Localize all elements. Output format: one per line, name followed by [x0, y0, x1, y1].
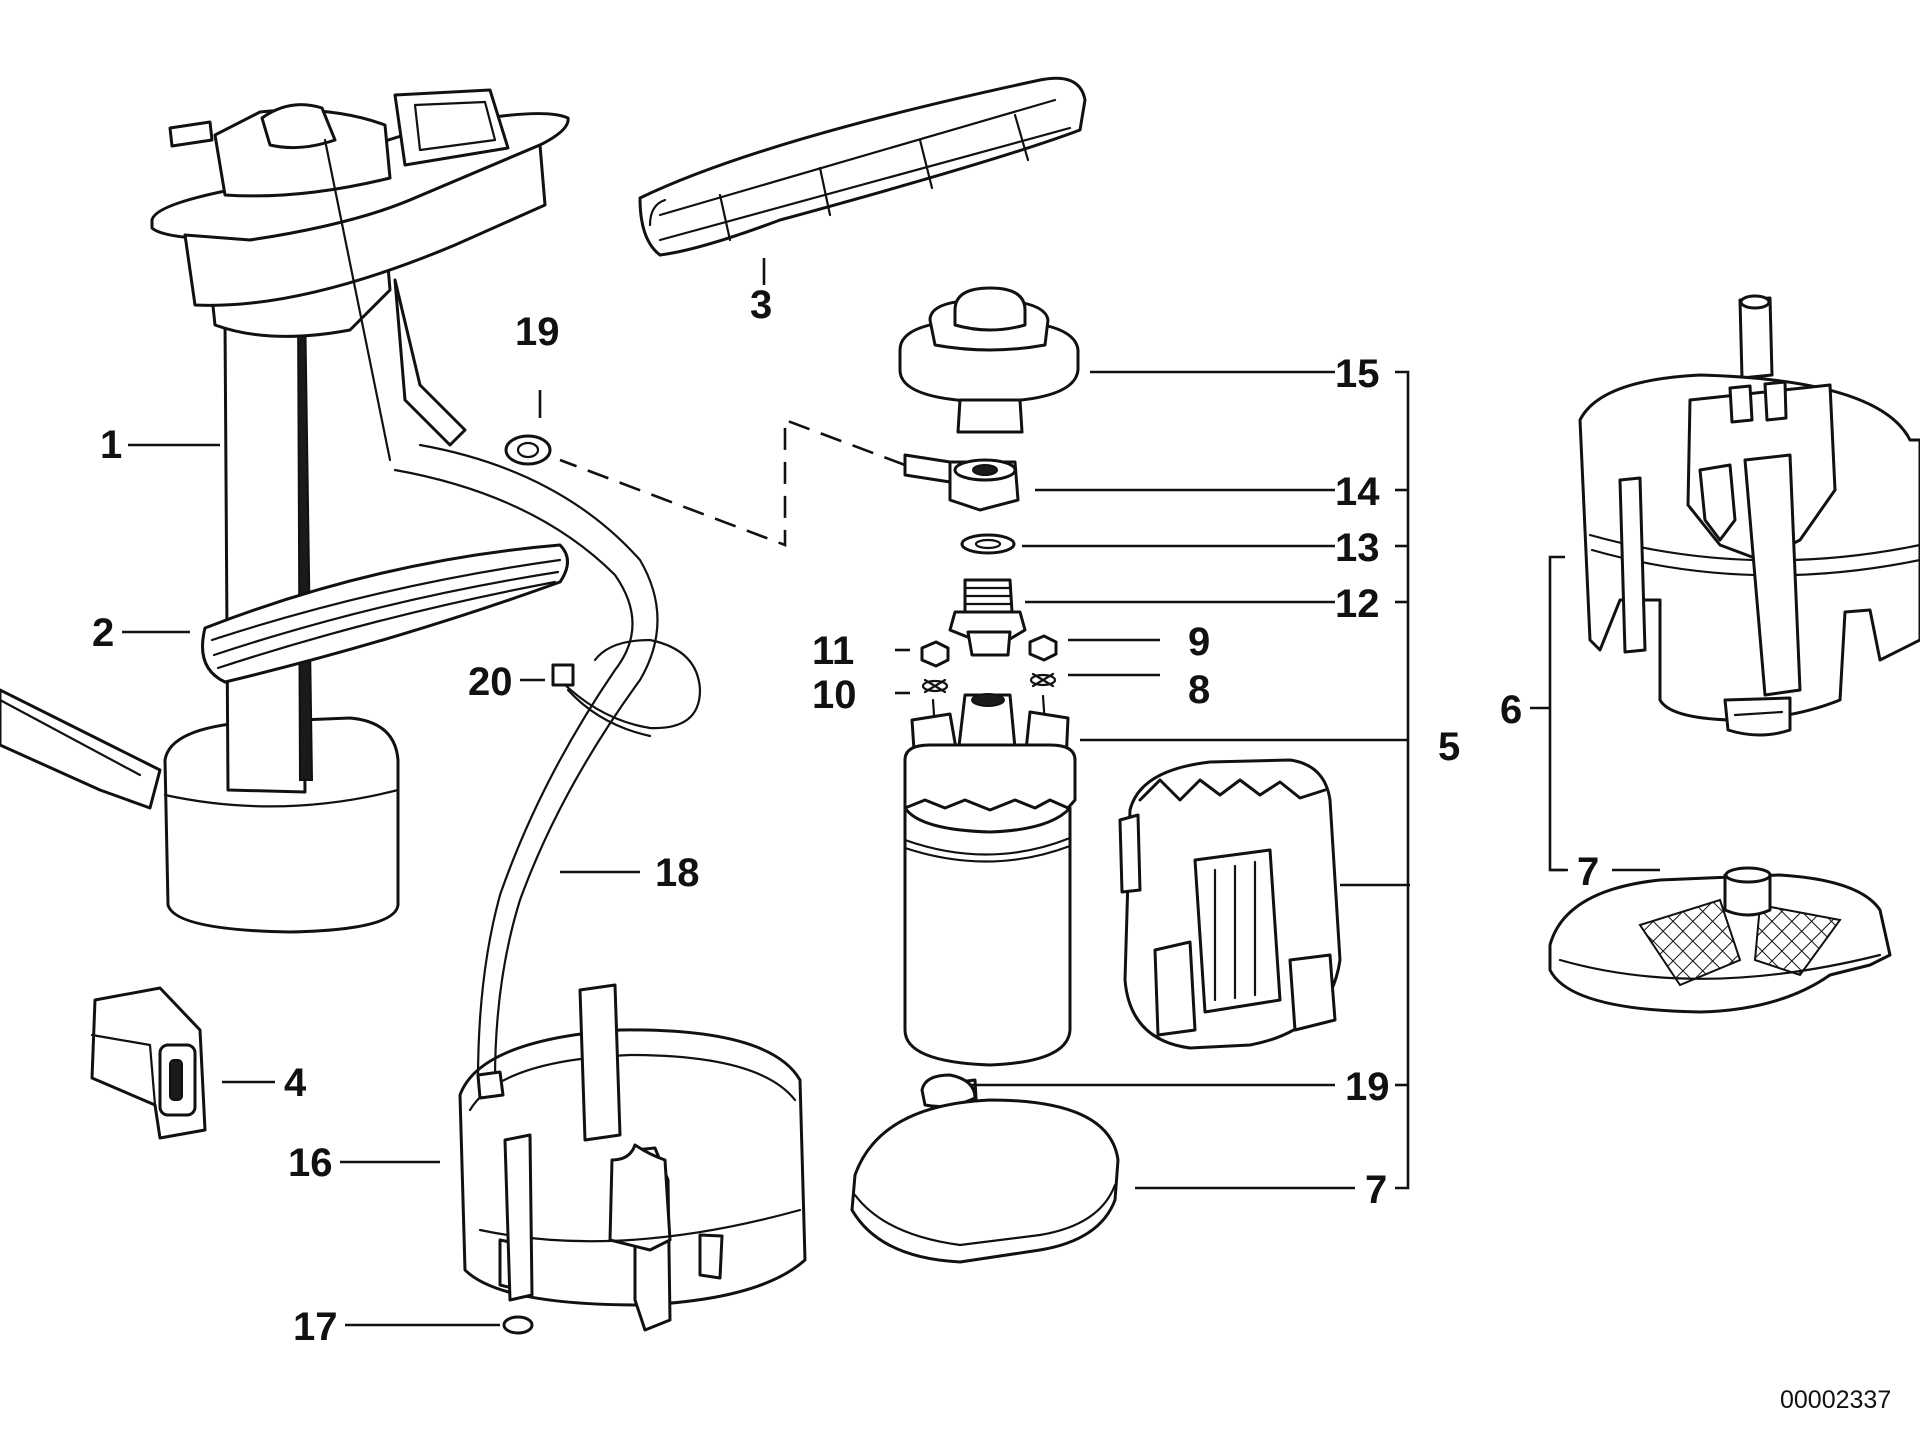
part-17-ring: [502, 1315, 534, 1335]
part-12-union-fitting: [948, 578, 1027, 657]
callout-19-top: 19: [515, 310, 560, 354]
callout-1: 1: [100, 423, 122, 467]
callout-2: 2: [92, 611, 114, 655]
callout-15: 15: [1335, 352, 1380, 396]
part-1-sending-unit: [0, 88, 570, 934]
part-7-filter-right: [1548, 866, 1892, 1014]
callout-7-right: 7: [1577, 850, 1599, 894]
part-19-hose-clamp: [504, 434, 552, 466]
callout-19-right: 19: [1345, 1065, 1390, 1109]
callout-6: 6: [1500, 688, 1522, 732]
callout-13: 13: [1335, 526, 1380, 570]
part-5-fuel-pump: [903, 693, 1077, 1170]
callout-17: 17: [293, 1305, 338, 1349]
part-4-clip: [90, 986, 207, 1140]
part-18-hose: [393, 443, 659, 1100]
callout-14: 14: [1335, 470, 1380, 514]
part-11-nut-left: [920, 640, 950, 668]
reference-number: 00002337: [1780, 1386, 1891, 1414]
part-5-pump-carrier: [1118, 758, 1342, 1050]
callout-16: 16: [288, 1141, 333, 1185]
callout-4: 4: [284, 1061, 307, 1105]
callout-12: 12: [1335, 582, 1380, 626]
part-10-washer-left: [921, 678, 949, 694]
part-8-washer-right: [1029, 672, 1057, 688]
callout-18: 18: [655, 851, 700, 895]
part-2-gasket-ring: [201, 543, 569, 684]
leader-lines: [122, 258, 1660, 1327]
callout-8: 8: [1188, 668, 1210, 712]
callout-7-bottom: 7: [1365, 1168, 1387, 1212]
callout-5: 5: [1438, 725, 1460, 769]
callout-11: 11: [812, 629, 854, 673]
part-15-pump-top-cap: [898, 286, 1080, 434]
part-6-pump-assembly: [1578, 294, 1920, 737]
part-20-electrical-lead: [551, 638, 702, 738]
callout-20: 20: [468, 660, 513, 704]
callout-10: 10: [812, 673, 857, 717]
part-7-filter-disc: [850, 1098, 1120, 1264]
callout-9: 9: [1188, 620, 1210, 664]
part-14-banjo-fitting: [903, 453, 1020, 512]
part-3-cover-lid: [638, 76, 1087, 257]
part-13-sealing-ring: [960, 533, 1016, 555]
part-16-pump-bracket: [458, 983, 807, 1332]
callout-3: 3: [750, 283, 772, 327]
part-9-nut-right: [1028, 634, 1058, 662]
